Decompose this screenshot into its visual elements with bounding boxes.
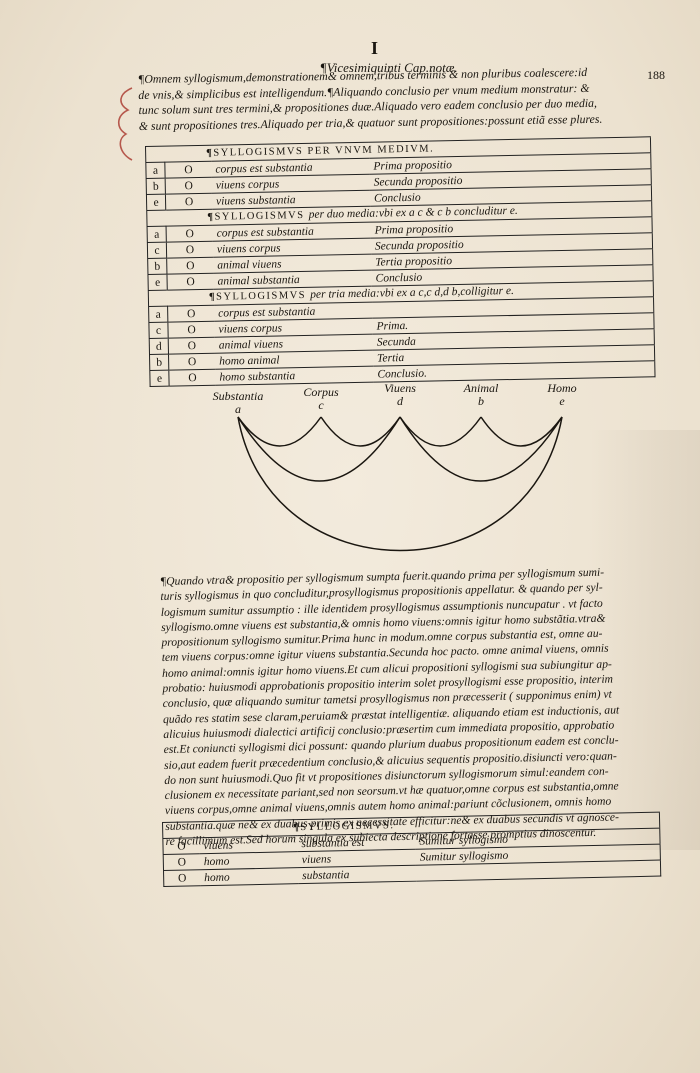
diagram-letter: d [397,394,403,408]
row-letter: b [149,354,169,371]
signature-letter: I [370,38,379,58]
arc-b-e [480,416,563,447]
diagram-term: Homo [547,381,577,395]
section-heading-rest: per duo media:vbi ex a c & c b concludit… [308,204,518,221]
arc-d-e [399,416,563,482]
row-letter: e [149,370,170,387]
arc-a-d [237,416,401,482]
row-circle: O [167,321,215,339]
intro-text: ¶Omnem syllogismum,demonstrationem& omne… [138,64,649,134]
diagram-letter: b [478,394,484,408]
row-circle: O [166,257,214,275]
arc-d-b [399,416,482,447]
row-letter: d [149,338,169,355]
row-letter: c [148,322,169,339]
row-circle: O [166,241,214,259]
row-circle: O [166,225,213,243]
row-predicate: substantia [297,865,417,884]
diagram-term: Animal [463,381,499,395]
row-circle: O [168,337,215,355]
main-paragraph: ¶Quando vtra& propositio per syllogismum… [160,564,658,850]
row-circle: O [165,193,213,211]
diagram-term: Corpus [303,385,339,399]
section-heading-text: SYLLOGISMVS. [300,819,395,833]
section-heading-text: SYLLOGISMVS PER VNVM MEDIVM. [213,143,435,159]
row-letter: e [147,274,168,291]
row-letter: a [145,162,166,179]
row-letter: b [146,178,166,195]
arcs-drawing [237,416,563,552]
arc-c-d [320,416,401,447]
row-subject: homo [200,867,299,886]
red-bracket-mark [117,87,133,161]
row-circle: O [163,853,201,871]
folio-number: 188 [647,68,665,82]
row-letter: e [146,194,166,211]
diagram-term: Substantia [212,389,264,403]
row-circle: O [166,273,214,291]
row-circle: O [163,869,201,887]
row-circle: O [164,161,212,179]
diagram-letter: a [235,402,241,416]
chapter-title: ¶Vicesimiquinti Cap.notæ. [320,60,458,75]
show-through-shadow [590,430,700,850]
row-letter: c [147,242,167,259]
section-heading-text: SYLLOGISMVS [214,209,305,223]
row-circle: O [168,353,216,371]
row-circle: O [165,177,212,195]
row-circle: O [162,837,200,855]
row-letter: a [148,306,168,323]
diagram-letter: e [559,394,565,408]
row-letter: a [147,226,167,243]
section-heading-rest: per tria media:vbi ex a c,c d,d b,collig… [310,284,515,301]
arc-a-c [237,416,322,447]
diagram-letter: c [318,398,324,412]
section-heading-text: SYLLOGISMVS [215,289,307,303]
row-circle: O [167,305,215,323]
arc-a-e [237,416,563,552]
row-letter: b [147,258,167,275]
diagram-term: Viuens [384,381,416,395]
